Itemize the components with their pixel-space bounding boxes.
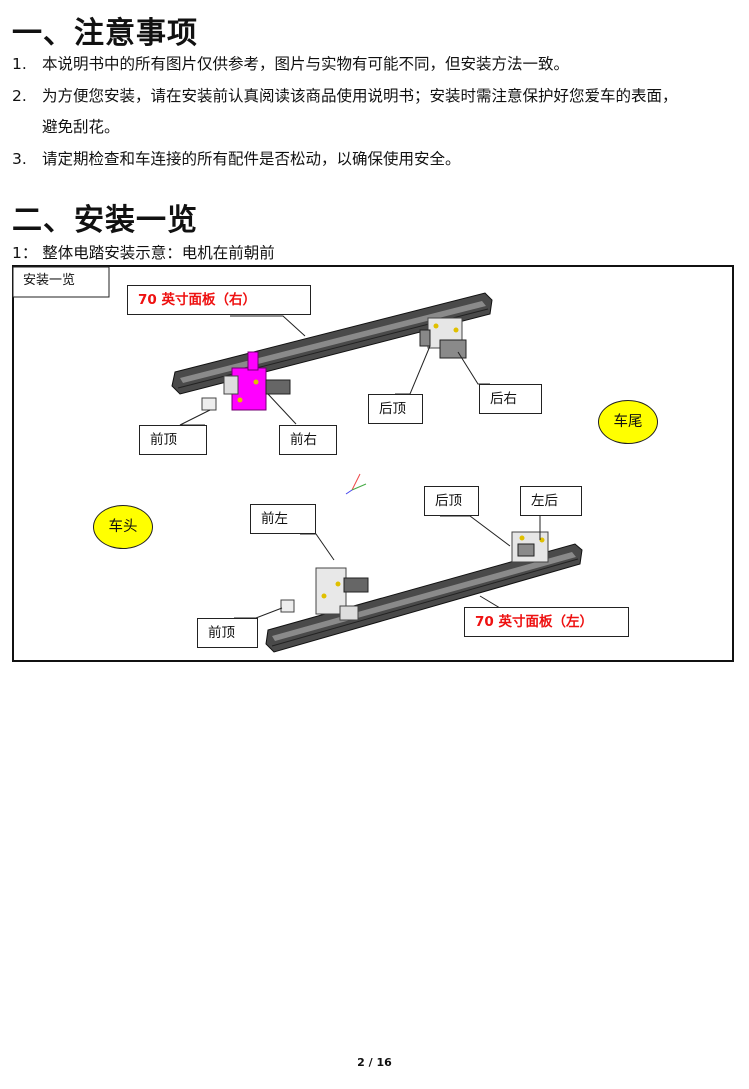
callout-front-right: 前右: [279, 425, 337, 455]
notice-item-2-continued: 避免刮花。: [42, 118, 120, 136]
notice-item-3: 3. 请定期检查和车连接的所有配件是否松动，以确保使用安全。: [12, 149, 461, 169]
item-text: 为方便您安装，请在安装前认真阅读该商品使用说明书；安装时需注意保护好您爱车的表面…: [42, 87, 678, 105]
left-rear-bracket: [511, 531, 549, 563]
callout-left-rear: 左后: [520, 486, 582, 516]
frame-label-box: [12, 266, 110, 298]
rear-right-bracket: [419, 317, 467, 359]
section1-title: 一、注意事项: [12, 16, 198, 51]
item-number: 1.: [12, 55, 27, 73]
callout-front-top-lower: 前顶: [197, 618, 258, 648]
front-left-bracket: [315, 567, 369, 621]
callout-panel-left: 70 英寸面板（左）: [464, 607, 629, 637]
callout-rear-top-upper: 后顶: [368, 394, 423, 424]
item-number: 3.: [12, 150, 27, 168]
notice-item-2: 2. 为方便您安装，请在安装前认真阅读该商品使用说明书；安装时需注意保护好您爱车的…: [12, 86, 678, 106]
frame-label: 安装一览: [23, 273, 76, 288]
car-head-label: 车头: [93, 505, 153, 549]
front-top-block-upper: [201, 397, 217, 411]
section2-title: 二、安装一览: [12, 203, 198, 238]
item-text: 请定期检查和车连接的所有配件是否松动，以确保使用安全。: [42, 150, 461, 168]
callout-rear-top-lower: 后顶: [424, 486, 479, 516]
item-number: 2.: [12, 87, 27, 105]
diagram-frame: [12, 265, 734, 662]
section2-subtitle: 1： 整体电踏安装示意：电机在前朝前: [12, 244, 275, 262]
item-text: 本说明书中的所有图片仅供参考，图片与实物有可能不同，但安装方法一致。: [42, 55, 570, 73]
callout-panel-right: 70 英寸面板（右）: [127, 285, 311, 315]
axis-triad-icon: [345, 473, 367, 495]
callout-front-left: 前左: [250, 504, 316, 534]
callout-rear-right: 后右: [479, 384, 542, 414]
callout-front-top-upper: 前顶: [139, 425, 207, 455]
front-top-block-lower: [280, 599, 295, 613]
notice-item-1: 1. 本说明书中的所有图片仅供参考，图片与实物有可能不同，但安装方法一致。: [12, 54, 569, 74]
front-right-bracket: [223, 351, 291, 411]
car-rear-label: 车尾: [598, 400, 658, 444]
page-number: 2 / 16: [357, 1056, 392, 1069]
